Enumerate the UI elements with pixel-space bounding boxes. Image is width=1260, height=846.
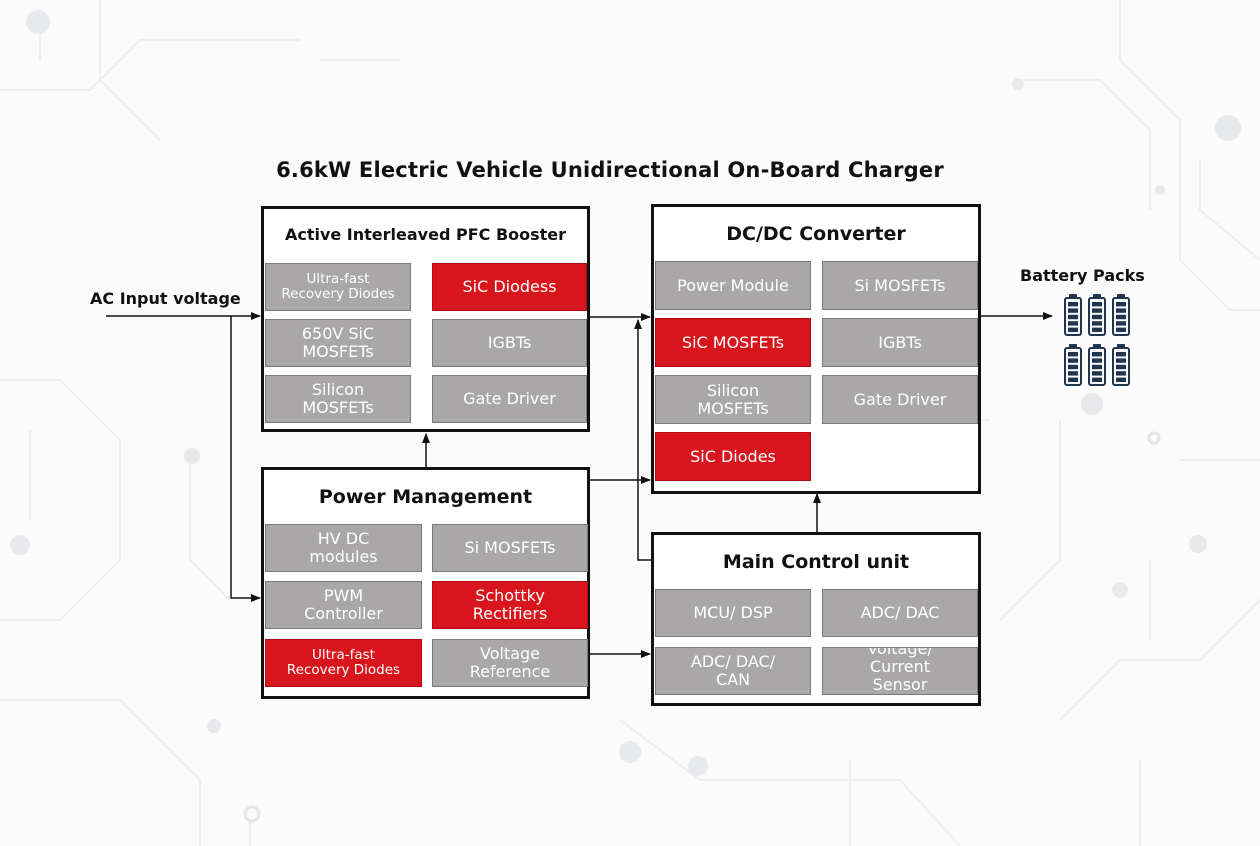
battery-packs-label: Battery Packs	[1020, 266, 1145, 285]
dcdc-cell-sic-diodes: SiC Diodes	[655, 432, 811, 481]
dcdc-cell-gate-driver: Gate Driver	[822, 375, 978, 424]
mcu-cell-adc-dac: ADC/ DAC	[822, 589, 978, 637]
battery-icon	[1088, 344, 1106, 386]
mcu-cell-mcu-dsp: MCU/ DSP	[655, 589, 811, 637]
dcdc-converter-title: DC/DC Converter	[726, 223, 906, 245]
power-management-title: Power Management	[318, 486, 533, 508]
battery-icon	[1112, 294, 1130, 336]
pfc-cell-sic-diodess: SiC Diodess	[432, 263, 587, 311]
battery-icon	[1064, 344, 1082, 386]
diagram-title: 6.6kW Electric Vehicle Unidirectional On…	[276, 158, 944, 182]
ac-input-label: AC Input voltage	[90, 289, 241, 308]
dcdc-cell-igbts: IGBTs	[822, 318, 978, 367]
dcdc-cell-sic-mosfets: SiC MOSFETs	[655, 318, 811, 367]
battery-icon	[1112, 344, 1130, 386]
pm-cell-si-mosfets: Si MOSFETs	[432, 524, 588, 572]
pfc-booster-block: Active Interleaved PFC Booster Ultra-fas…	[261, 206, 590, 432]
battery-icon	[1088, 294, 1106, 336]
mcu-cell-adc-dac-can: ADC/ DAC/CAN	[655, 647, 811, 695]
pfc-cell-igbts: IGBTs	[432, 319, 587, 367]
main-control-unit-title: Main Control unit	[722, 551, 910, 573]
pfc-cell-gate-driver: Gate Driver	[432, 375, 587, 423]
dcdc-cell-power-module: Power Module	[655, 261, 811, 310]
battery-icon	[1064, 294, 1082, 336]
dcdc-cell-si-mosfets: Si MOSFETs	[822, 261, 978, 310]
pfc-booster-title: Active Interleaved PFC Booster	[284, 225, 567, 244]
